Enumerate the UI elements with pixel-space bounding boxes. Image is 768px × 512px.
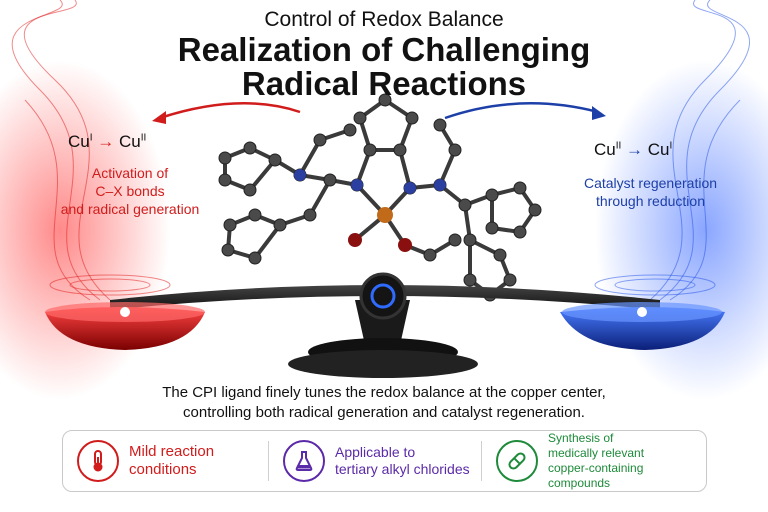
nitrogen-atom — [434, 179, 446, 191]
scale-pivot-ring — [370, 283, 396, 309]
right-desc-line-2: through reduction — [596, 193, 705, 209]
left-description: Activation of C–X bonds and radical gene… — [40, 164, 220, 218]
left-desc-line-2: C–X bonds — [95, 183, 165, 199]
left-desc-line-1: Activation of — [91, 165, 169, 181]
nitrogen-atom — [404, 182, 416, 194]
left-redox-from: Cu — [68, 132, 90, 151]
carbon-atom — [485, 221, 499, 235]
left-desc-line-3: and radical generation — [60, 201, 200, 217]
carbon-atom — [218, 173, 232, 187]
scale-pivot — [359, 272, 407, 320]
features-panel: Mild reaction conditions Applicable to t… — [62, 430, 707, 492]
left-redox-label: CuI → CuII — [68, 132, 146, 152]
right-arrow — [444, 102, 599, 120]
right-desc-line-1: Catalyst regeneration — [583, 175, 718, 191]
left-redox-from-ox: I — [89, 132, 93, 144]
right-redox-from-ox: II — [615, 140, 622, 152]
nitrogen-atom — [294, 169, 306, 181]
carbon-atom — [243, 141, 257, 155]
left-redox-to: Cu — [118, 132, 141, 151]
carbon-atom — [433, 118, 447, 132]
copper-atom — [377, 207, 393, 223]
capsule-icon — [496, 440, 538, 482]
carbon-atom — [273, 218, 287, 232]
carbon-atom — [303, 208, 317, 222]
carbon-atom — [248, 251, 262, 265]
feature-1-line-1: Mild reaction — [129, 443, 215, 460]
left-redox-to-ox: II — [140, 132, 147, 144]
carbon-atom — [423, 248, 437, 262]
feature-3-line-2: medically relevant — [548, 446, 645, 460]
blue-swirl — [594, 0, 750, 301]
carbon-atom — [393, 143, 407, 157]
scale-beam — [110, 285, 660, 310]
red-spark — [120, 307, 130, 317]
carbon-atom — [448, 233, 462, 247]
carbon-atom — [493, 248, 507, 262]
header-kicker: Control of Redox Balance — [264, 8, 504, 31]
carbon-atom — [313, 133, 327, 147]
right-redox-to: Cu — [647, 140, 670, 159]
chlorine-atom — [398, 238, 412, 252]
carbon-atom — [513, 181, 527, 195]
carbon-atom — [528, 203, 542, 217]
feature-card-synthesis: Synthesis of medically relevant copper-c… — [482, 431, 706, 491]
feature-card-mild: Mild reaction conditions — [63, 431, 263, 491]
right-arrow-icon: → — [97, 132, 115, 151]
title-line-2: Radical Reactions — [241, 65, 527, 102]
carbon-atom — [405, 111, 419, 125]
right-arrow-icon: → — [626, 140, 644, 159]
carbon-atom — [448, 143, 462, 157]
carbon-atom — [463, 233, 477, 247]
right-redox-from: Cu — [594, 140, 616, 159]
nitrogen-atom — [351, 179, 363, 191]
right-redox-to-ox: I — [669, 140, 673, 152]
carbon-atom — [463, 273, 477, 287]
thermometer-icon — [77, 440, 119, 482]
carbon-atom — [458, 198, 472, 212]
feature-3-line-3: copper-containing compounds — [548, 461, 644, 490]
carbon-atom — [343, 123, 357, 137]
carbon-atom — [503, 273, 517, 287]
feature-2-line-1: Applicable to — [335, 444, 416, 460]
left-arrow — [159, 102, 301, 120]
carbon-atom — [323, 173, 337, 187]
divider — [268, 441, 269, 481]
carbon-atom — [221, 243, 235, 257]
scale-foot — [288, 350, 478, 378]
feature-3-line-1: Synthesis of — [548, 431, 614, 445]
flask-icon — [283, 440, 325, 482]
caption-line-2: controlling both radical generation and … — [183, 404, 585, 421]
carbon-atom — [378, 93, 392, 107]
right-redox-label: CuII → CuI — [594, 140, 672, 160]
carbon-atom — [485, 188, 499, 202]
carbon-atom — [513, 225, 527, 239]
chlorine-atom — [348, 233, 362, 247]
feature-1-line-2: conditions — [129, 461, 197, 478]
carbon-atom — [353, 111, 367, 125]
carbon-atom — [363, 143, 377, 157]
caption-line-1: The CPI ligand finely tunes the redox ba… — [162, 384, 606, 401]
feature-card-applicable: Applicable to tertiary alkyl chlorides — [269, 431, 479, 491]
feature-2-line-2: tertiary alkyl chlorides — [335, 461, 470, 477]
carbon-atom — [218, 151, 232, 165]
carbon-atom — [243, 183, 257, 197]
title-line-1: Realization of Challenging — [177, 31, 591, 68]
right-arrowhead — [592, 106, 606, 120]
page-title: Realization of Challenging Radical React… — [0, 33, 768, 101]
right-description: Catalyst regeneration through reduction — [558, 174, 743, 210]
blue-spark — [637, 307, 647, 317]
left-arrowhead — [152, 111, 166, 124]
caption: The CPI ligand finely tunes the redox ba… — [0, 383, 768, 423]
divider — [481, 441, 482, 481]
carbon-atom — [268, 153, 282, 167]
carbon-atom — [223, 218, 237, 232]
red-swirl — [11, 0, 171, 301]
carbon-atom — [248, 208, 262, 222]
